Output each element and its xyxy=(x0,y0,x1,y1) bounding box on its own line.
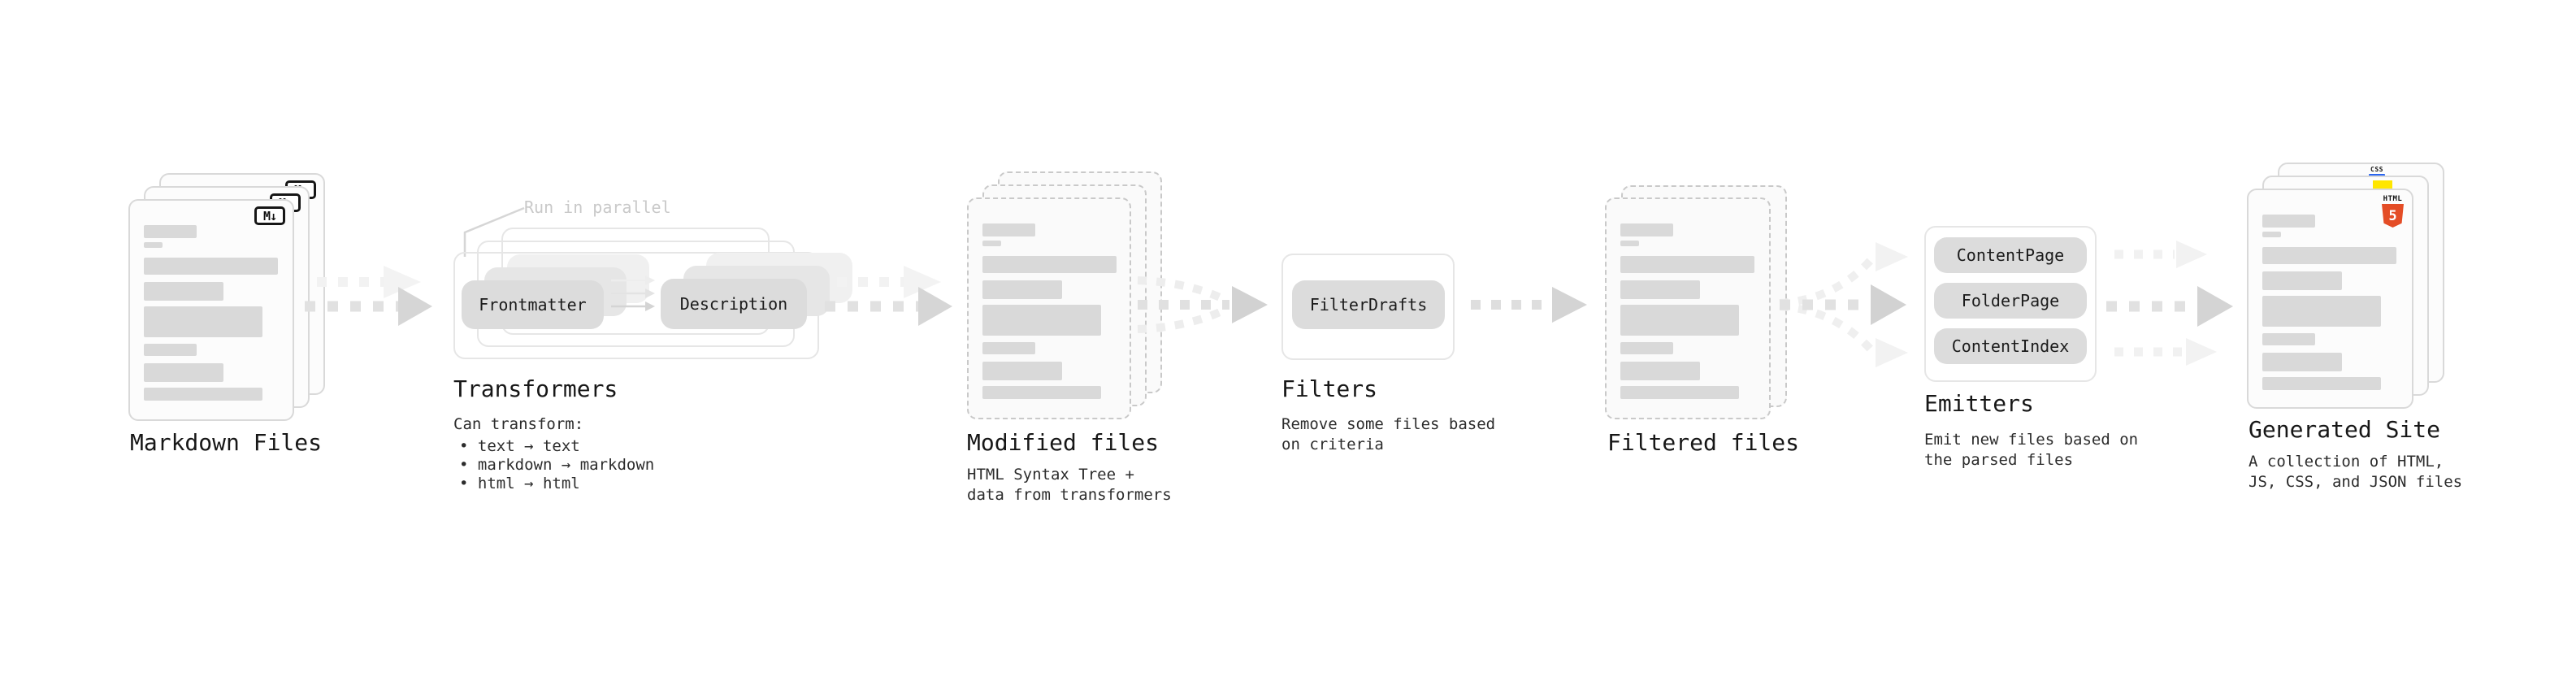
folderpage-chip: FolderPage xyxy=(1934,283,2087,319)
placeholder-text-bar xyxy=(2262,353,2342,371)
run-in-parallel-note: Run in parallel xyxy=(524,197,671,217)
run-in-parallel-connector xyxy=(463,206,525,257)
placeholder-text-bar xyxy=(1620,280,1700,299)
markdown-file-card-front: M↓ xyxy=(128,199,294,421)
transformer-inner-arrows xyxy=(611,275,655,311)
generated-file-card-front: HTML 5 xyxy=(2247,189,2413,409)
transformers-bullet-1: • text → text xyxy=(459,437,580,455)
html5-icon: HTML 5 xyxy=(2382,195,2404,228)
placeholder-text-bar xyxy=(2262,271,2342,290)
placeholder-text-bar xyxy=(1620,305,1739,336)
placeholder-text-bar xyxy=(1620,342,1673,354)
placeholder-text-bar xyxy=(144,388,262,401)
placeholder-text-bar xyxy=(2262,333,2315,345)
transformers-label: Transformers xyxy=(453,375,618,402)
modified-files-desc-line1: HTML Syntax Tree + xyxy=(967,466,1134,484)
frontmatter-chip: Frontmatter xyxy=(462,280,604,329)
placeholder-text-bar xyxy=(2262,232,2281,237)
placeholder-text-bar xyxy=(982,280,1062,299)
placeholder-text-bar xyxy=(1620,386,1739,399)
filters-label: Filters xyxy=(1281,375,1378,402)
transformers-bullet-3: • html → html xyxy=(459,475,580,492)
markdown-icon: M↓ xyxy=(254,206,285,225)
placeholder-text-bar xyxy=(144,306,262,337)
placeholder-text-bar xyxy=(1620,256,1754,273)
markdown-files-label: Markdown Files xyxy=(130,429,323,456)
generated-site-desc-line1: A collection of HTML, xyxy=(2249,453,2444,471)
description-chip: Description xyxy=(661,279,807,329)
placeholder-text-bar xyxy=(1620,223,1673,236)
placeholder-text-bar xyxy=(144,282,223,301)
placeholder-text-bar xyxy=(982,342,1035,354)
placeholder-text-bar xyxy=(2262,215,2315,228)
emitters-label: Emitters xyxy=(1924,390,2034,417)
placeholder-text-bar xyxy=(2262,247,2396,264)
contentpage-chip: ContentPage xyxy=(1934,237,2087,273)
placeholder-text-bar xyxy=(982,386,1101,399)
js-icon xyxy=(2373,180,2392,189)
filters-desc-line1: Remove some files based xyxy=(1281,415,1496,433)
modified-files-label: Modified files xyxy=(967,429,1160,456)
flow-arrow-modified-to-filters xyxy=(1137,276,1268,333)
generated-site-label: Generated Site xyxy=(2249,416,2441,443)
filtered-files-label: Filtered files xyxy=(1607,429,1800,456)
filters-desc-line2: on criteria xyxy=(1281,436,1384,453)
placeholder-text-bar xyxy=(2262,296,2381,327)
generated-site-desc-line2: JS, CSS, and JSON files xyxy=(2249,473,2463,491)
placeholder-text-bar xyxy=(2262,377,2381,390)
flow-arrow-filtered-to-emitters xyxy=(1779,242,1908,367)
placeholder-text-bar xyxy=(1620,241,1639,246)
emitters-desc-line1: Emit new files based on xyxy=(1924,431,2139,449)
placeholder-text-bar xyxy=(144,258,278,275)
placeholder-text-bar xyxy=(144,363,223,382)
placeholder-text-bar xyxy=(144,225,197,238)
transformers-bullet-2: • markdown → markdown xyxy=(459,456,655,474)
placeholder-text-bar xyxy=(982,305,1101,336)
modified-file-card-front xyxy=(967,197,1131,419)
flow-arrow-filters-to-filtered xyxy=(1471,287,1587,323)
emitters-frame xyxy=(1924,226,2097,382)
contentindex-chip: ContentIndex xyxy=(1934,328,2087,364)
placeholder-text-bar xyxy=(982,223,1035,236)
placeholder-text-bar xyxy=(982,241,1001,246)
filtered-file-card-front xyxy=(1605,197,1771,419)
transformers-desc-heading: Can transform: xyxy=(453,415,584,433)
flow-arrow-emitters-to-generated xyxy=(2106,241,2233,366)
modified-files-desc-line2: data from transformers xyxy=(967,486,1172,504)
flow-arrow-transformers-to-modified xyxy=(825,266,952,326)
filters-frame xyxy=(1281,254,1455,360)
placeholder-text-bar xyxy=(1620,362,1700,380)
flow-arrow-markdown-to-transformers xyxy=(305,266,432,326)
placeholder-text-bar xyxy=(144,344,197,356)
filterdrafts-chip: FilterDrafts xyxy=(1292,280,1445,329)
placeholder-text-bar xyxy=(982,362,1062,380)
placeholder-text-bar xyxy=(982,256,1117,273)
placeholder-text-bar xyxy=(144,242,163,248)
emitters-desc-line2: the parsed files xyxy=(1924,451,2074,469)
